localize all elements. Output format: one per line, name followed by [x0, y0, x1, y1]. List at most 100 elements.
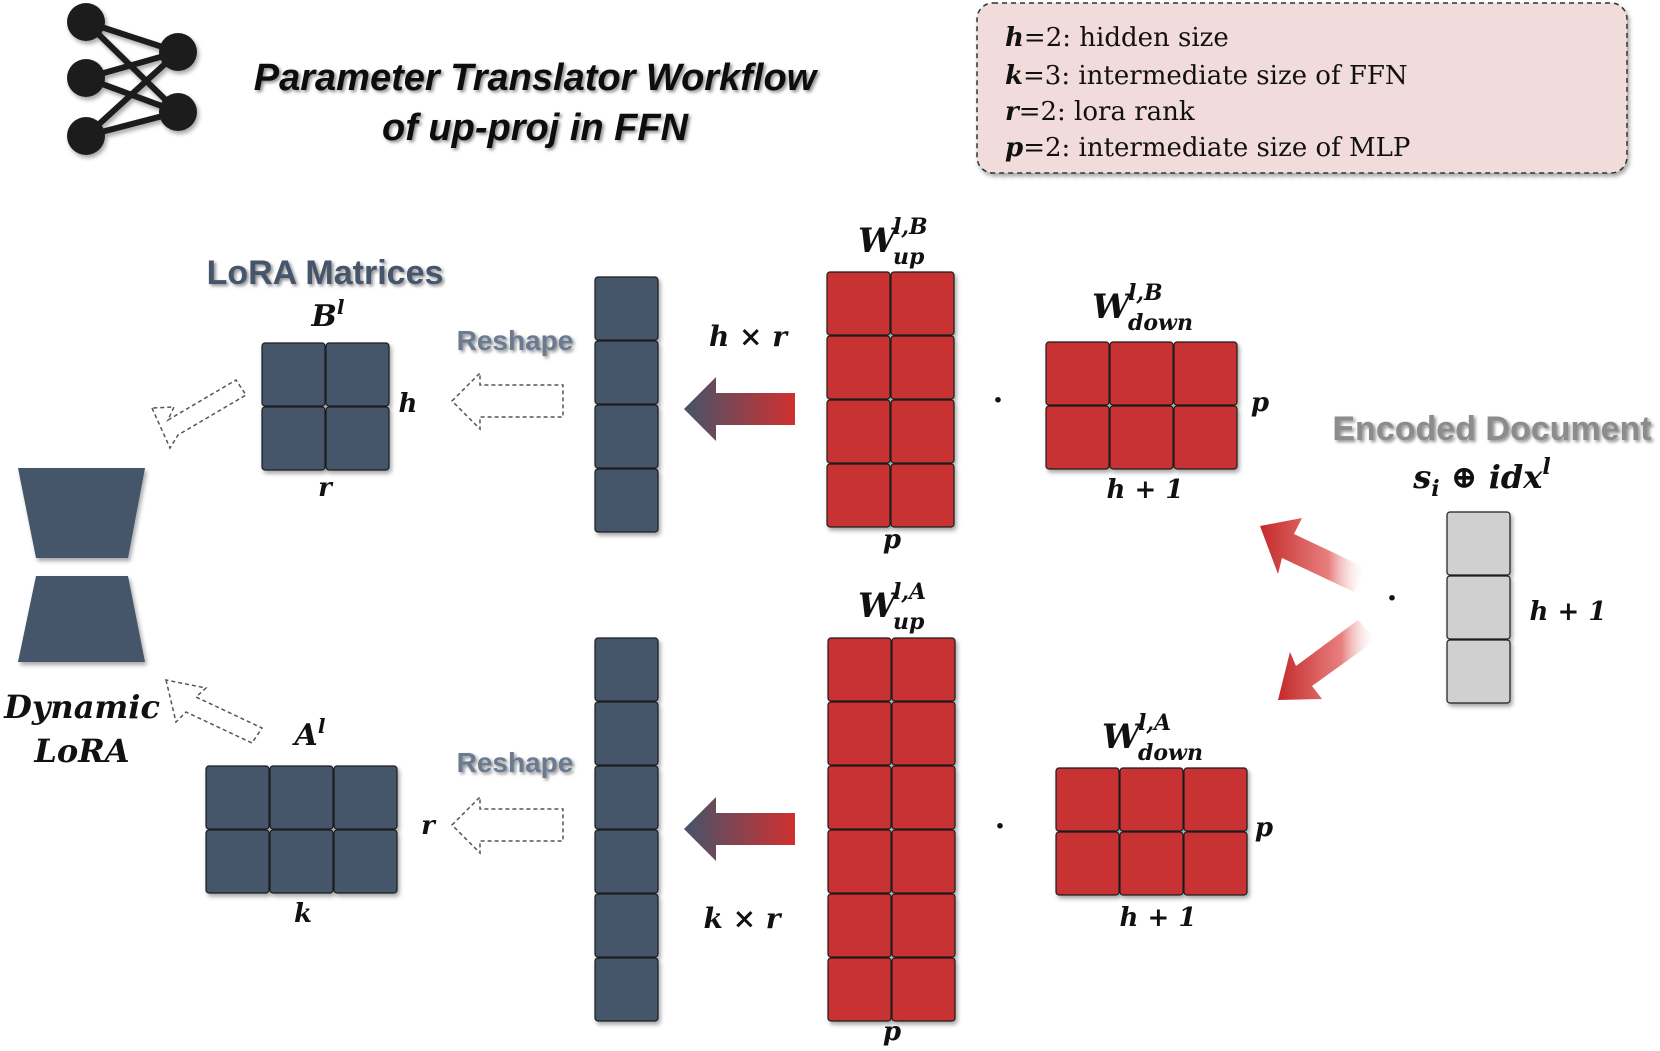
vector-cell — [594, 829, 659, 894]
legend-item-lora-rank: r=2: lora rank — [1005, 97, 1195, 127]
reshaped-vector-bottom — [594, 637, 659, 1022]
vector-cell — [594, 637, 659, 702]
a-matrix — [205, 765, 398, 894]
b-matrix-h-label: h — [399, 389, 418, 419]
matrix-cell — [1045, 405, 1110, 470]
matrix-cell — [205, 829, 270, 894]
dashed-arrow-reshape-bottom — [450, 795, 564, 855]
lora-matrices-title: LoRA Matrices — [207, 254, 444, 292]
matrix-cell — [325, 406, 390, 471]
fade-arrow-to-top — [1260, 518, 1366, 592]
matrix-cell — [827, 701, 892, 766]
vector-cell — [594, 276, 659, 341]
matrix-cell — [269, 829, 334, 894]
dynamic-lora-label-line-2: LoRA — [33, 732, 129, 770]
matrix-cell — [826, 463, 891, 528]
title-line-1: Parameter Translator Workflow — [254, 57, 819, 99]
a-matrix-r-label: r — [421, 811, 437, 841]
matrix-cell — [891, 637, 956, 702]
b-matrix — [261, 342, 390, 471]
page-title: Parameter Translator Workflow of up-proj… — [254, 57, 819, 149]
vector-cell — [594, 340, 659, 405]
matrix-cell — [827, 893, 892, 958]
w-up-b-p-label: p — [883, 525, 901, 555]
w-up-a-p-label: p — [883, 1017, 901, 1047]
w-down-a-p-label: p — [1255, 813, 1273, 843]
matrix-cell — [333, 765, 398, 830]
w-down-b-h1-label: h + 1 — [1107, 475, 1184, 505]
matrix-cell — [1173, 405, 1238, 470]
w-up-a-matrix — [827, 637, 956, 1022]
matrix-cell — [261, 406, 326, 471]
matrix-cell — [827, 957, 892, 1022]
vector-cell — [594, 957, 659, 1022]
dot-operator-encoded: · — [1387, 581, 1397, 616]
h-times-r-label: h × r — [709, 320, 789, 353]
vector-cell — [594, 468, 659, 533]
vector-cell — [594, 701, 659, 766]
matrix-cell — [261, 342, 326, 407]
matrix-cell — [205, 765, 270, 830]
matrix-cell — [890, 335, 955, 400]
gradient-arrow-bottom — [684, 797, 795, 861]
legend-item-hidden-size: h=2: hidden size — [1005, 23, 1229, 53]
a-matrix-k-label: k — [294, 899, 312, 929]
vector-cell — [594, 893, 659, 958]
matrix-cell — [1109, 341, 1174, 406]
a-matrix-label: Al — [292, 714, 326, 753]
matrix-cell — [827, 829, 892, 894]
vector-cell — [594, 765, 659, 830]
matrix-cell — [1045, 341, 1110, 406]
vector-cell — [594, 404, 659, 469]
title-line-2: of up-proj in FFN — [382, 107, 690, 149]
dot-operator-top: · — [993, 383, 1003, 418]
dynamic-lora-shape — [18, 468, 145, 662]
matrix-cell — [891, 893, 956, 958]
legend-item-ffn-size: k=3: intermediate size of FFN — [1005, 61, 1408, 91]
matrix-cell — [826, 399, 891, 464]
encoded-document-dim-label: h + 1 — [1530, 597, 1607, 627]
matrix-cell — [1183, 831, 1248, 896]
matrix-cell — [826, 335, 891, 400]
legend-box: h=2: hidden size k=3: intermediate size … — [976, 2, 1628, 174]
matrix-cell — [827, 765, 892, 830]
matrix-cell — [826, 271, 891, 336]
fade-arrow-to-bottom — [1278, 620, 1376, 700]
matrix-cell — [1109, 405, 1174, 470]
dot-operator-bottom: · — [995, 809, 1005, 844]
b-matrix-r-label: r — [318, 473, 334, 503]
matrix-cell — [269, 765, 334, 830]
w-up-b-matrix — [826, 271, 955, 528]
gradient-arrow-top — [684, 377, 795, 441]
matrix-cell — [891, 765, 956, 830]
k-times-r-label: k × r — [703, 902, 782, 935]
w-down-a-matrix — [1055, 767, 1248, 896]
encoded-document-vector — [1446, 511, 1511, 704]
dynamic-lora-label-line-1: Dynamic — [3, 688, 160, 726]
dashed-arrow-b-to-lora — [150, 378, 248, 450]
dashed-arrow-a-to-lora — [164, 679, 264, 744]
vector-cell — [1446, 511, 1511, 576]
matrix-cell — [891, 829, 956, 894]
dashed-arrow-reshape-top — [450, 371, 564, 431]
matrix-cell — [891, 957, 956, 1022]
vector-cell — [1446, 575, 1511, 640]
matrix-cell — [891, 701, 956, 766]
encoded-document-expression: si ⊕ idxl — [1412, 454, 1550, 502]
legend-item-mlp-size: p=2: intermediate size of MLP — [1005, 133, 1410, 163]
reshaped-vector-top — [594, 276, 659, 533]
matrix-cell — [1119, 767, 1184, 832]
matrix-cell — [1173, 341, 1238, 406]
w-down-a-h1-label: h + 1 — [1120, 903, 1197, 933]
w-down-b-matrix — [1045, 341, 1238, 470]
matrix-cell — [890, 463, 955, 528]
matrix-cell — [325, 342, 390, 407]
encoded-document-title: Encoded Document — [1332, 410, 1651, 448]
matrix-cell — [1183, 767, 1248, 832]
